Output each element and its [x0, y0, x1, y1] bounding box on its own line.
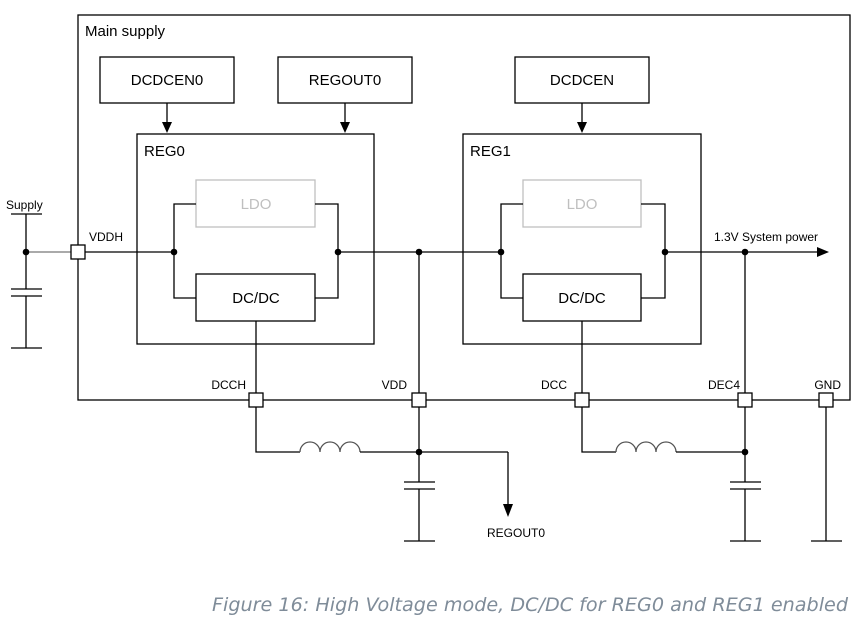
system-power-arrowhead [817, 247, 829, 257]
reg0-label: REG0 [144, 143, 185, 160]
reg1-output-bus [641, 203, 666, 299]
figure-caption: Figure 16: High Voltage mode, DC/DC for … [212, 594, 849, 616]
pin-dcch [248, 392, 264, 408]
dcdcen-arrowhead [577, 122, 587, 133]
pin-dcc-label: DCC [541, 378, 567, 392]
system-power-label: 1.3V System power [714, 230, 818, 244]
junction-dot [170, 248, 178, 256]
reg0-input-bus [173, 203, 196, 299]
main-supply-label: Main supply [85, 23, 166, 40]
junction-dot [661, 248, 669, 256]
reg0-output-bus [315, 203, 339, 299]
main-supply-box [77, 14, 851, 401]
dcch-inductor-wire [255, 407, 300, 453]
pin-dcc [574, 392, 590, 408]
pin-vddh-label: VDDH [89, 230, 123, 244]
dcc-inductor-wire [581, 407, 616, 453]
regout0-arrowhead [340, 122, 350, 133]
regout0-output-arrowhead [503, 504, 513, 517]
supply-label: Supply [6, 198, 43, 212]
dcdcen0-label: DCDCEN0 [131, 72, 204, 89]
reg0-inductor [299, 441, 361, 453]
junction-dot [497, 248, 505, 256]
dcdcen-label: DCDCEN [550, 72, 614, 89]
junction-dot [415, 448, 423, 456]
reg1-label: REG1 [470, 143, 511, 160]
regout0-label: REGOUT0 [309, 72, 382, 89]
regout0-output-label: REGOUT0 [487, 526, 545, 540]
pin-vdd [411, 392, 427, 408]
pin-vddh [70, 244, 86, 260]
junction-dot [334, 248, 342, 256]
junction-dot [415, 248, 423, 256]
reg0-dcdc-label: DC/DC [232, 290, 280, 307]
pin-vdd-label: VDD [382, 378, 408, 392]
junction-dot [741, 248, 749, 256]
pin-dec4 [737, 392, 753, 408]
dcdcen0-arrowhead [162, 122, 172, 133]
pin-gnd [818, 392, 834, 408]
junction-dot [741, 448, 749, 456]
reg1-dcdc-label: DC/DC [558, 290, 606, 307]
reg0-ldo-label: LDO [241, 196, 272, 213]
pin-dec4-label: DEC4 [708, 378, 740, 392]
junction-dot [22, 248, 30, 256]
reg1-input-bus [500, 203, 523, 299]
reg1-ldo-label: LDO [567, 196, 598, 213]
pin-dcch-label: DCCH [211, 378, 246, 392]
pin-gnd-label: GND [814, 378, 841, 392]
reg1-inductor [615, 441, 677, 453]
